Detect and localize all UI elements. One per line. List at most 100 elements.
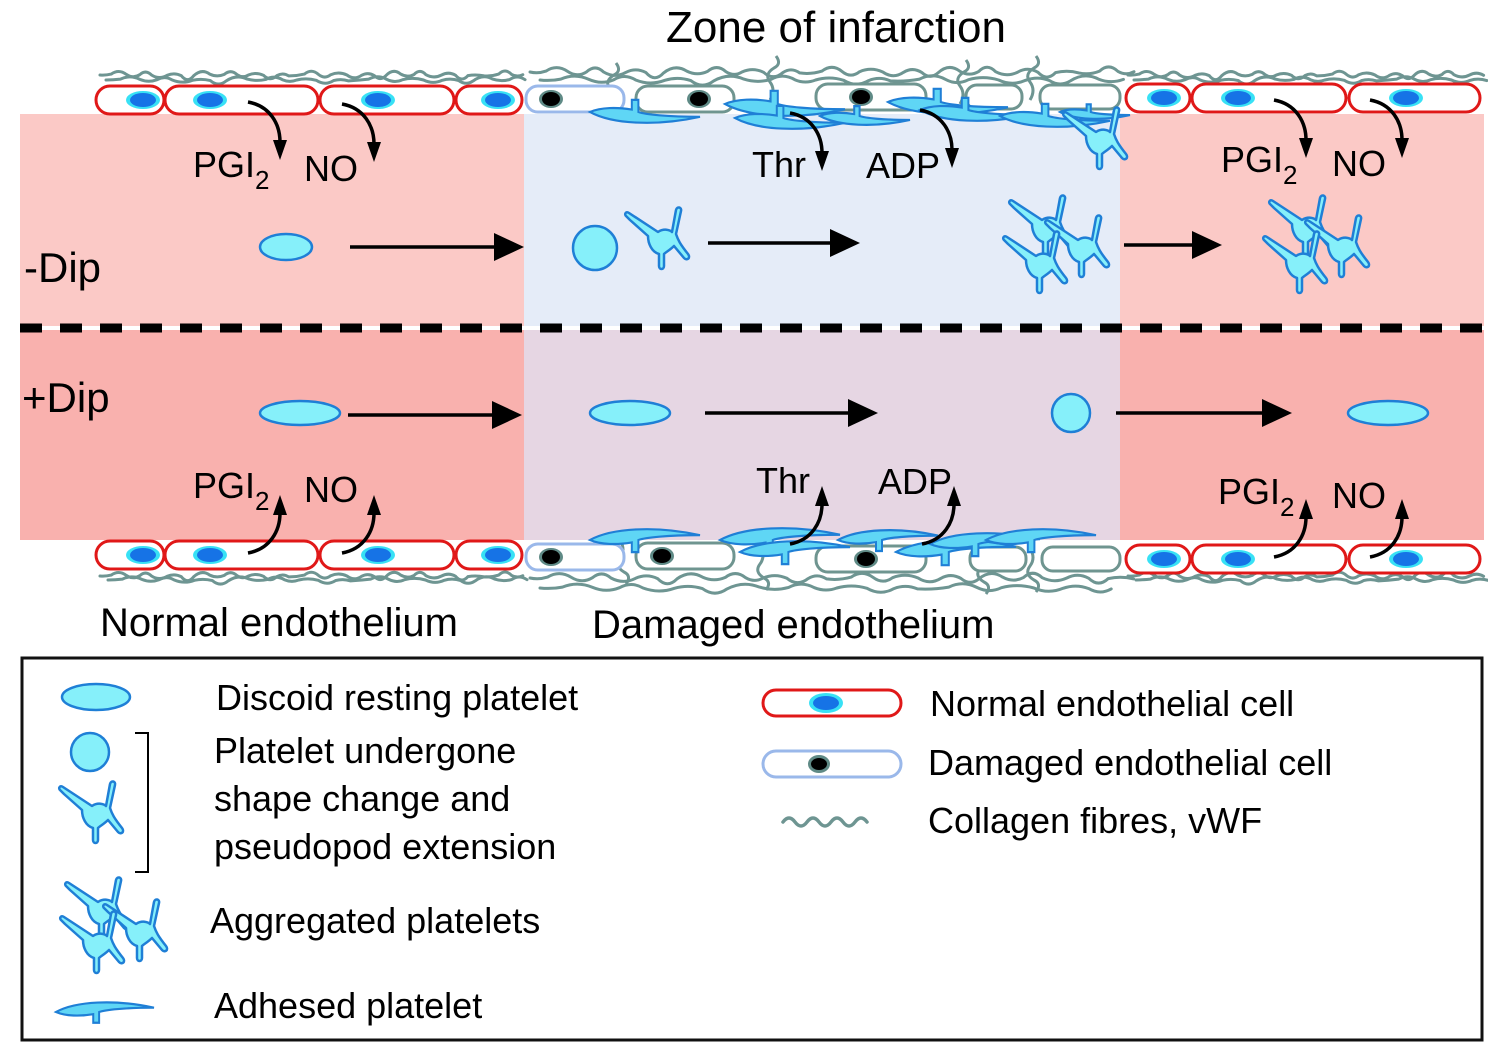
release-arrow-head — [273, 140, 287, 160]
legend-collagen-fibre-icon — [781, 816, 869, 828]
normal-endothelial-cell — [1190, 543, 1348, 575]
mediator-pgi2-bottom-left: PGI2 — [193, 465, 269, 516]
nucleus — [1225, 91, 1251, 105]
damaged-endothelial-cell — [964, 83, 1024, 111]
mediator-no-bottom-right: NO — [1332, 475, 1386, 516]
normal-endothelial-cell — [1124, 543, 1192, 575]
flow-arrow-head — [1192, 231, 1222, 259]
cell-membrane — [634, 84, 736, 114]
discoid-platelet — [258, 399, 342, 427]
legend-pseudopod-platelet-icon — [57, 780, 125, 845]
collagen-fibre — [98, 570, 525, 583]
nucleus — [542, 92, 560, 106]
collagen-fibre — [98, 69, 525, 82]
nucleus — [1393, 91, 1419, 105]
normal-endothelial-cell — [1347, 82, 1482, 114]
collagen-fibre — [528, 65, 1136, 80]
discoid-platelet — [258, 232, 314, 262]
cell-membrane — [1190, 82, 1348, 114]
zone-normal-right-bottom — [1120, 330, 1484, 540]
nucleus — [130, 93, 156, 107]
adhesed-platelet — [53, 1001, 155, 1024]
aggregated-platelets — [1261, 194, 1371, 295]
collagen-fibre — [1126, 69, 1486, 82]
legend-label-shape-change-3: pseudopod extension — [214, 826, 556, 867]
release-arrow — [1273, 98, 1308, 141]
release-arrow — [919, 108, 954, 151]
nucleus — [813, 696, 839, 710]
release-arrow — [341, 512, 376, 555]
legend-label-damaged-cell: Damaged endothelial cell — [928, 742, 1332, 783]
damaged-endothelial-cell — [814, 544, 928, 574]
flow-arrow-head — [830, 229, 860, 257]
adhesed-platelet — [817, 105, 911, 126]
arrows-layer — [247, 98, 1409, 559]
cell-membrane — [163, 539, 320, 571]
cell-membrane — [1190, 543, 1348, 575]
collagen-fibre — [538, 582, 1113, 595]
legend-normal-endothelial-cell-icon — [761, 688, 903, 718]
nucleus — [1151, 552, 1177, 566]
nucleus — [485, 93, 511, 107]
release-arrow — [247, 512, 282, 555]
shape-changed-platelet — [1050, 392, 1092, 434]
collagen-fibre — [1132, 75, 1488, 86]
legend-adhesed-platelet-icon — [53, 1001, 155, 1024]
damaged-endothelial-cell — [524, 542, 626, 572]
release-arrow-head — [815, 486, 829, 506]
normal-endothelial-cell — [94, 539, 166, 571]
adhesed-platelet — [587, 98, 701, 124]
nucleus — [653, 549, 671, 563]
adhesed-platelets-layer — [587, 87, 1131, 567]
release-arrow-head — [947, 486, 961, 506]
aggregated-platelet — [1043, 214, 1111, 279]
legend-label-shape-change-1: Platelet undergone — [214, 730, 516, 771]
collagen-fibre — [1026, 55, 1041, 101]
legend-label-aggregated: Aggregated platelets — [210, 900, 540, 941]
discoid-platelet — [588, 399, 672, 427]
nucleus — [485, 548, 511, 562]
discoid-platelet — [1346, 399, 1430, 427]
mediator-pgi2-bottom-right: PGI2 — [1218, 471, 1294, 522]
legend-label-discoid: Discoid resting platelet — [216, 677, 578, 718]
collagen-fibre — [104, 75, 527, 86]
endothelium-layer — [94, 82, 1482, 575]
nucleus — [365, 93, 391, 107]
aggregated-platelets — [1001, 194, 1111, 295]
legend-label-adhesed: Adhesed platelet — [214, 985, 482, 1026]
normal-endothelial-cell — [318, 539, 456, 571]
normal-endothelial-cell — [1190, 82, 1348, 114]
legend-label-collagen: Collagen fibres, vWF — [928, 800, 1262, 841]
damaged-endothelial-cell — [1038, 83, 1122, 111]
mediator-no-top-right: NO — [1332, 143, 1386, 184]
legend-label-shape-change-2: shape change and — [214, 778, 510, 819]
release-arrow-head — [273, 495, 287, 515]
nucleus — [130, 548, 156, 562]
release-arrow-head — [945, 148, 959, 168]
normal-endothelial-cell — [1347, 543, 1482, 575]
release-arrow — [789, 503, 824, 546]
nucleus — [1393, 552, 1419, 566]
release-arrow — [1369, 98, 1404, 141]
normal-endothelial-cell — [318, 84, 456, 116]
mediator-adp-bottom: ADP — [878, 461, 952, 502]
normal-endothelial-cell — [94, 84, 166, 116]
zone-label-normal: Normal endothelium — [100, 601, 458, 645]
normal-endothelial-cell — [163, 84, 320, 116]
cell-membrane — [1040, 545, 1122, 573]
flow-arrow-head — [494, 233, 524, 261]
collagen-fibre — [1134, 575, 1488, 586]
legend-discoid-platelet-icon — [60, 682, 132, 712]
release-arrow-head — [1395, 499, 1409, 519]
mediator-pgi2-top-left: PGI2 — [193, 144, 269, 195]
nucleus — [197, 93, 223, 107]
flowing-platelets-layer — [258, 194, 1430, 434]
aggregated-platelet — [1303, 214, 1371, 279]
collagen-layer — [98, 55, 1488, 595]
normal-endothelial-cell — [1124, 82, 1192, 114]
release-arrow-head — [367, 495, 381, 515]
aggregated-platelet — [1001, 230, 1069, 295]
legend-label-normal-cell: Normal endothelial cell — [930, 683, 1294, 724]
